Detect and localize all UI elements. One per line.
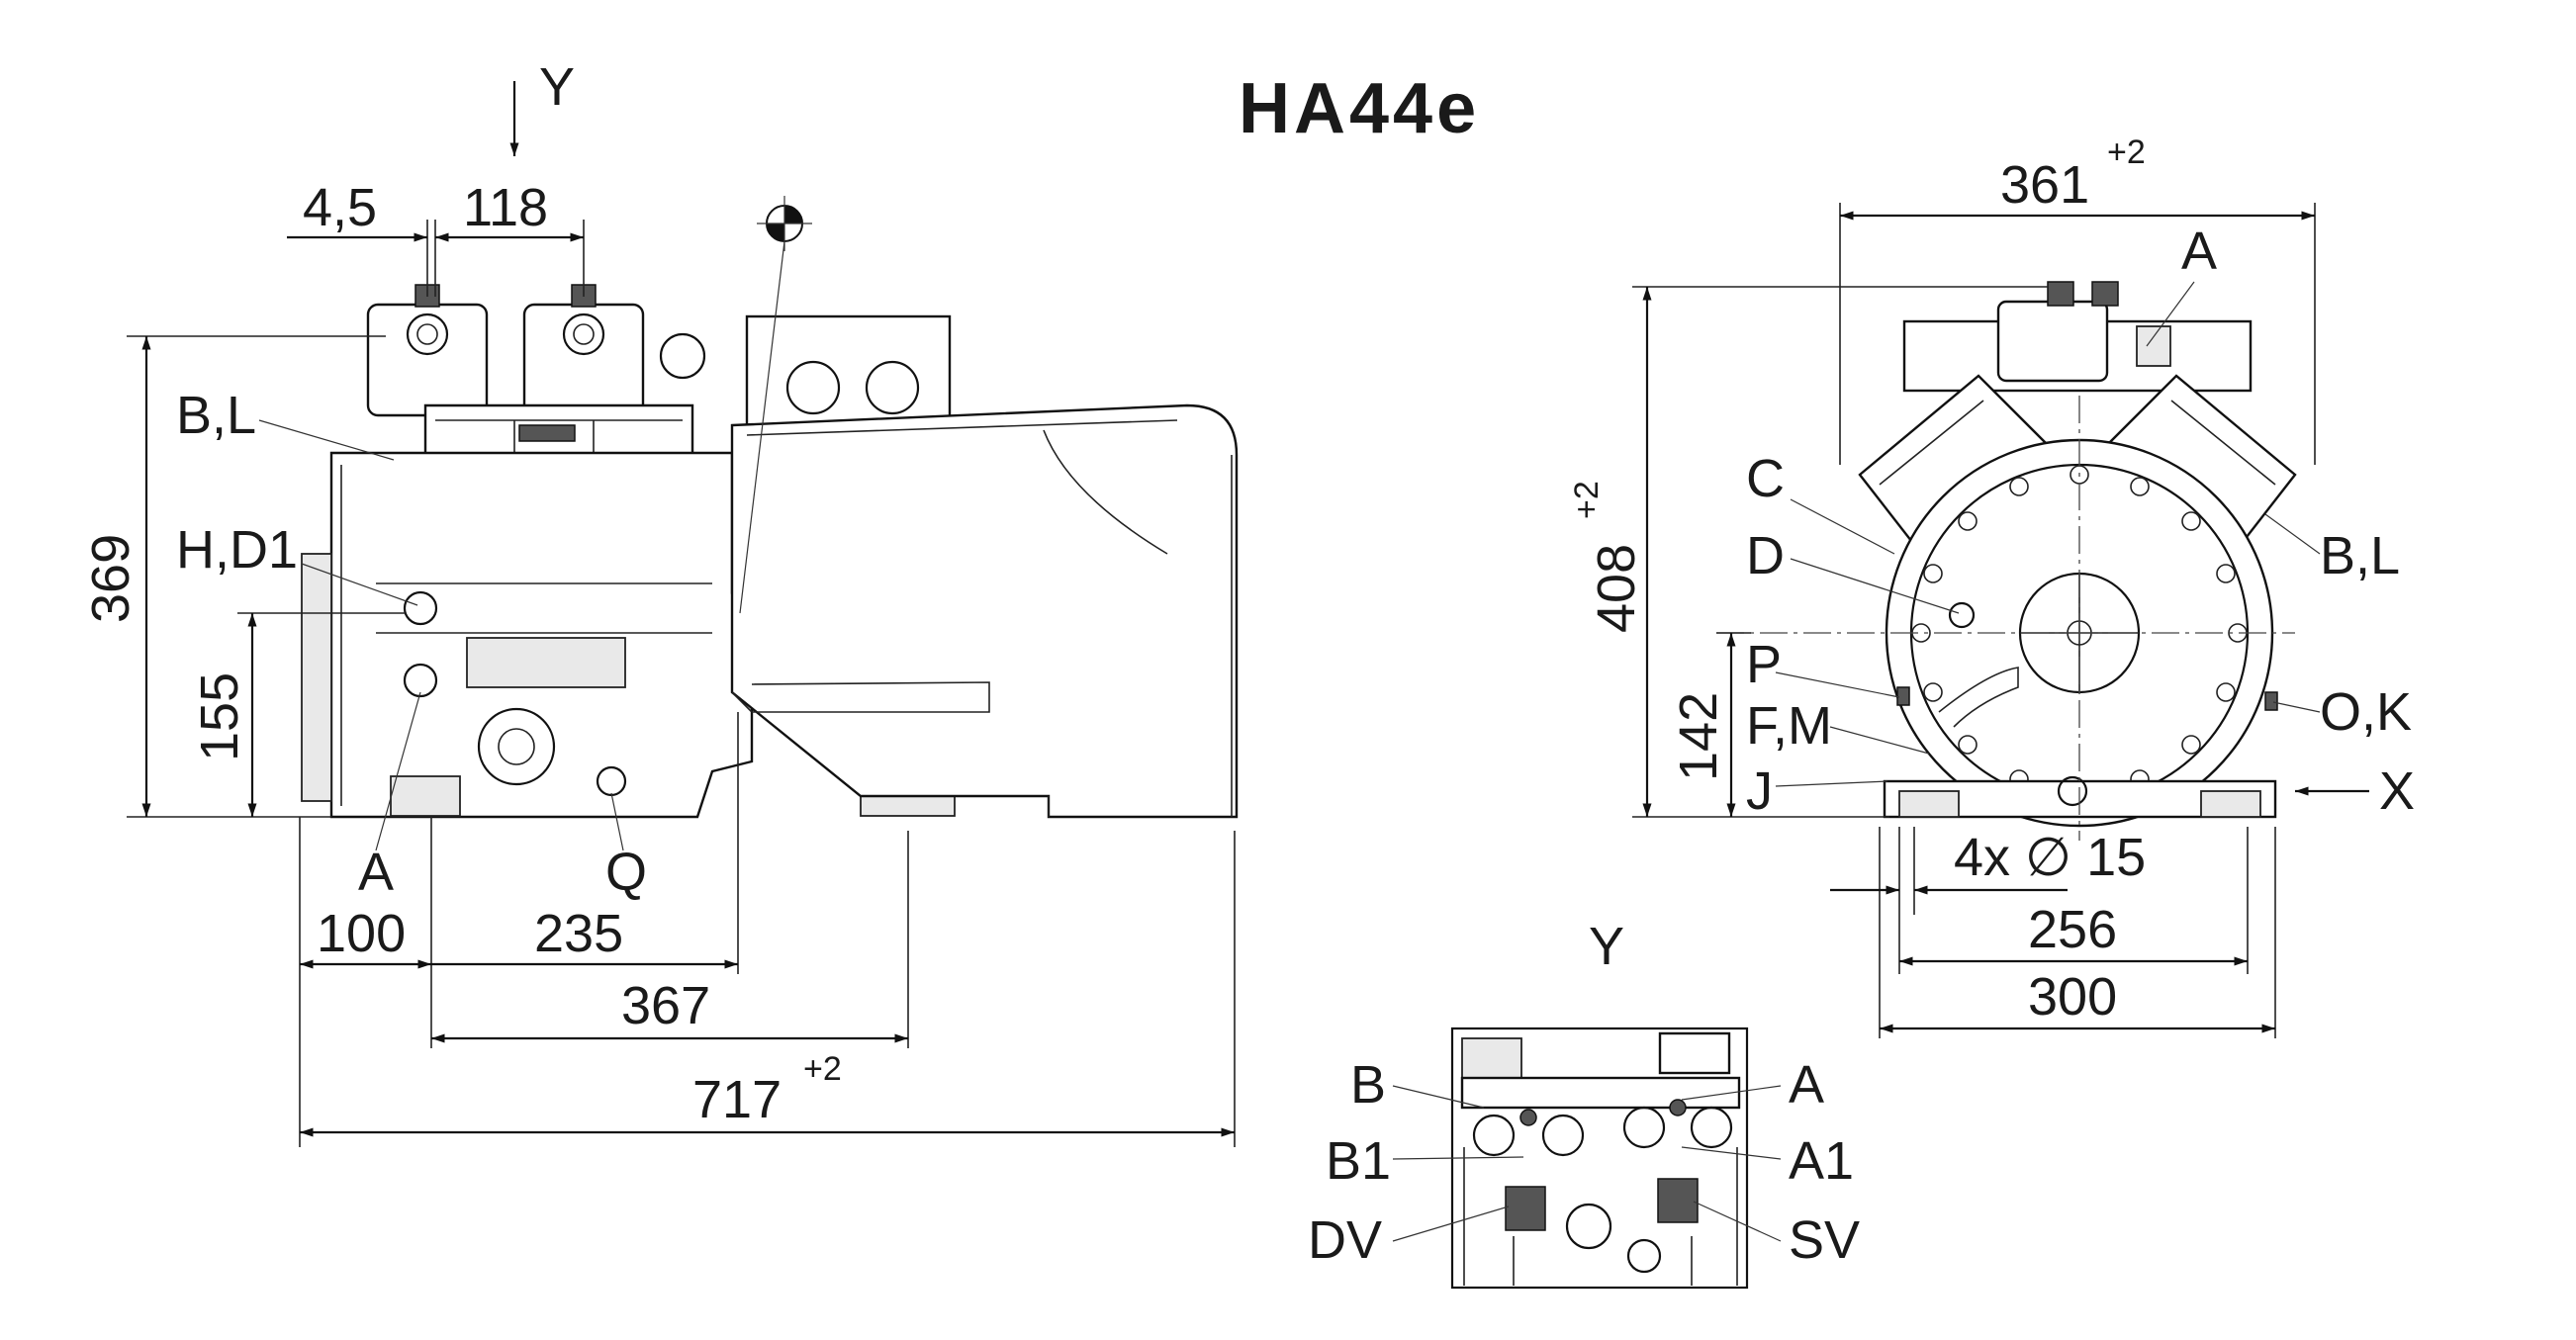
detail-label-sv: SV — [1789, 1210, 1860, 1270]
view-y-arrow: Y — [509, 57, 575, 156]
dim-142: 142 — [1669, 692, 1728, 781]
label-a-front: A — [2181, 222, 2217, 281]
dim-717-tolerance: +2 — [803, 1050, 842, 1088]
label-f-m: F,M — [1746, 696, 1832, 756]
dim-361: 361 — [2000, 155, 2089, 215]
dim-4-5: 4,5 — [303, 178, 377, 237]
label-h-d1: H,D1 — [176, 520, 298, 580]
detail-y-view: Y B B1 DV A A1 SV — [1308, 917, 1860, 1290]
label-q: Q — [605, 843, 647, 902]
detail-label-b1: B1 — [1326, 1131, 1391, 1191]
dim-256: 256 — [2028, 900, 2117, 959]
dim-717: 717 — [692, 1070, 782, 1129]
label-a-side: A — [358, 843, 394, 902]
dim-118: 118 — [463, 178, 548, 237]
detail-y-title: Y — [1589, 917, 1624, 976]
side-view: Y — [81, 57, 1239, 1147]
dim-408-tolerance: +2 — [1568, 481, 1606, 519]
view-y-arrow-label: Y — [539, 57, 575, 117]
dim-369: 369 — [81, 534, 140, 623]
dim-408: 408 — [1587, 544, 1646, 633]
label-j: J — [1746, 761, 1773, 821]
front-dimension-lines — [1632, 203, 2369, 1038]
center-of-gravity-icon — [739, 196, 812, 614]
label-b-l-side: B,L — [176, 386, 256, 445]
flange-bolts — [1911, 465, 2248, 801]
label-b-l-front: B,L — [2320, 526, 2400, 585]
dim-300: 300 — [2028, 967, 2117, 1027]
detail-label-dv: DV — [1308, 1210, 1382, 1270]
label-x: X — [2379, 761, 2415, 821]
side-leaders — [258, 419, 624, 851]
dim-367: 367 — [621, 976, 710, 1035]
dim-235: 235 — [534, 904, 623, 963]
dim-100: 100 — [317, 904, 406, 963]
drawing-title: HA44e — [1239, 69, 1480, 148]
label-o-k: O,K — [2320, 682, 2412, 742]
compressor-side-body — [301, 196, 1239, 819]
front-view: 361 +2 408 +2 142 4x ∅ 15 256 300 A C D … — [1568, 134, 2415, 1038]
side-dimension-lines — [127, 220, 1236, 1147]
dim-155: 155 — [190, 672, 249, 761]
label-d: D — [1746, 526, 1785, 585]
compressor-front-body — [1858, 281, 2297, 828]
detail-label-b: B — [1350, 1055, 1386, 1115]
dim-361-tolerance: +2 — [2107, 134, 2146, 171]
front-leaders — [1775, 281, 2321, 787]
label-c: C — [1746, 449, 1785, 508]
dim-4x-15: 4x ∅ 15 — [1954, 828, 2146, 887]
detail-label-a1: A1 — [1789, 1131, 1854, 1191]
label-p: P — [1746, 635, 1782, 694]
detail-label-a: A — [1789, 1055, 1824, 1115]
